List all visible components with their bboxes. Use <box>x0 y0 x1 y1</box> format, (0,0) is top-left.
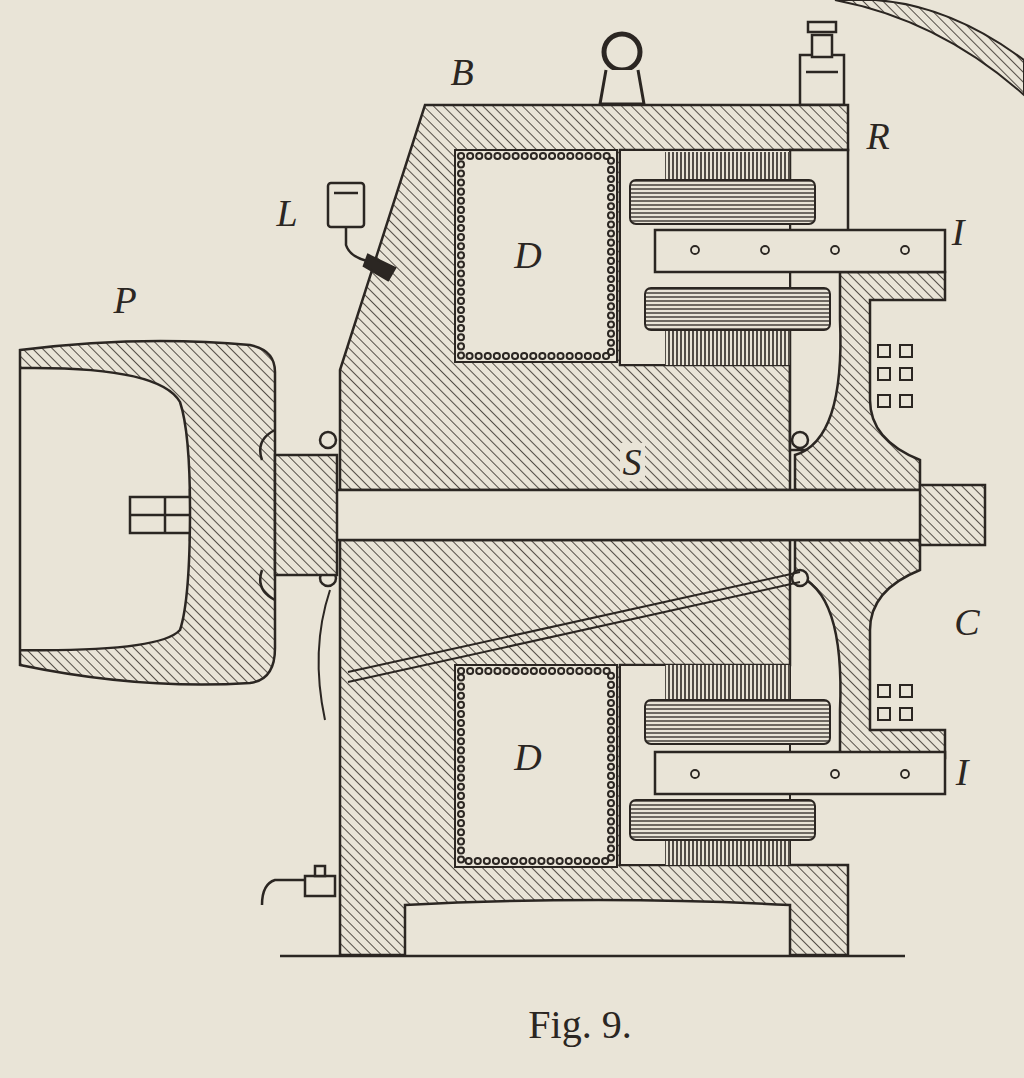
armature-disk <box>795 272 945 490</box>
terminal-post <box>800 22 844 105</box>
armature-disk <box>878 708 890 720</box>
lifting-ring <box>604 34 640 70</box>
part-letter: I <box>953 753 972 791</box>
oil-cup <box>364 255 395 280</box>
pulley <box>260 430 275 600</box>
armature-winding <box>645 700 830 744</box>
wire <box>319 590 330 720</box>
wire <box>348 572 800 672</box>
field-coil <box>461 156 611 356</box>
oil-cup <box>328 183 364 227</box>
field-coil <box>461 671 611 861</box>
field-coil <box>461 671 611 861</box>
terminal-post <box>812 35 832 57</box>
armature-disk <box>900 708 912 720</box>
connecting-bar <box>831 770 839 778</box>
part-letter: I <box>949 213 968 251</box>
armature-winding <box>665 330 790 365</box>
connecting-bar <box>761 246 769 254</box>
connecting-bar <box>655 230 945 272</box>
oil-cup <box>328 183 395 280</box>
oil-cup <box>334 192 358 195</box>
armature-winding <box>665 665 790 700</box>
field-coil <box>461 156 611 356</box>
armature-winding <box>630 800 815 840</box>
pulley <box>20 341 275 685</box>
armature-disk <box>795 540 945 758</box>
drain-tap <box>315 866 325 876</box>
drain-tap <box>262 880 305 905</box>
flywheel-arc <box>835 0 1024 95</box>
terminal-post <box>800 55 844 105</box>
flywheel-arc <box>835 0 1024 95</box>
wire <box>348 582 800 682</box>
connecting-bar <box>831 246 839 254</box>
pulley <box>20 341 337 685</box>
part-letter: C <box>951 603 982 641</box>
armature-disk <box>320 432 336 448</box>
part-letter: R <box>863 117 892 155</box>
connecting-bar <box>901 246 909 254</box>
part-letter: S <box>620 443 645 481</box>
lifting-ring <box>600 70 644 104</box>
part-letter: D <box>511 236 544 274</box>
field-coil <box>455 150 617 362</box>
terminal-post <box>808 22 836 32</box>
part-letter: L <box>273 194 300 232</box>
field-coil <box>455 665 617 867</box>
armature-winding <box>665 840 790 865</box>
connecting-bar <box>691 246 699 254</box>
pulley <box>275 455 337 575</box>
drain-tap <box>262 866 335 905</box>
figure-caption: Fig. 9. <box>528 1005 631 1045</box>
terminal-post <box>806 71 838 74</box>
armature-disk <box>878 685 890 697</box>
armature-disk <box>878 368 890 380</box>
armature-winding <box>645 288 830 330</box>
part-letter: D <box>511 738 544 776</box>
field-housing <box>340 540 848 955</box>
part-letter: P <box>110 281 139 319</box>
armature-disk <box>900 345 912 357</box>
shaft <box>920 485 985 545</box>
connecting-bar <box>655 752 945 794</box>
armature-disk <box>900 685 912 697</box>
shaft <box>164 497 167 533</box>
field-housing <box>340 105 848 490</box>
connecting-bar <box>691 770 699 778</box>
wire <box>319 572 800 720</box>
armature-disk <box>792 432 808 448</box>
armature-disk <box>900 395 912 407</box>
armature-disk <box>878 345 890 357</box>
armature-disk <box>878 395 890 407</box>
armature-winding <box>630 180 815 224</box>
armature-disk <box>900 368 912 380</box>
armature-winding <box>665 152 790 180</box>
part-letter: B <box>447 53 476 91</box>
lifting-ring <box>600 34 644 104</box>
drain-tap <box>305 876 335 896</box>
connecting-bar <box>901 770 909 778</box>
